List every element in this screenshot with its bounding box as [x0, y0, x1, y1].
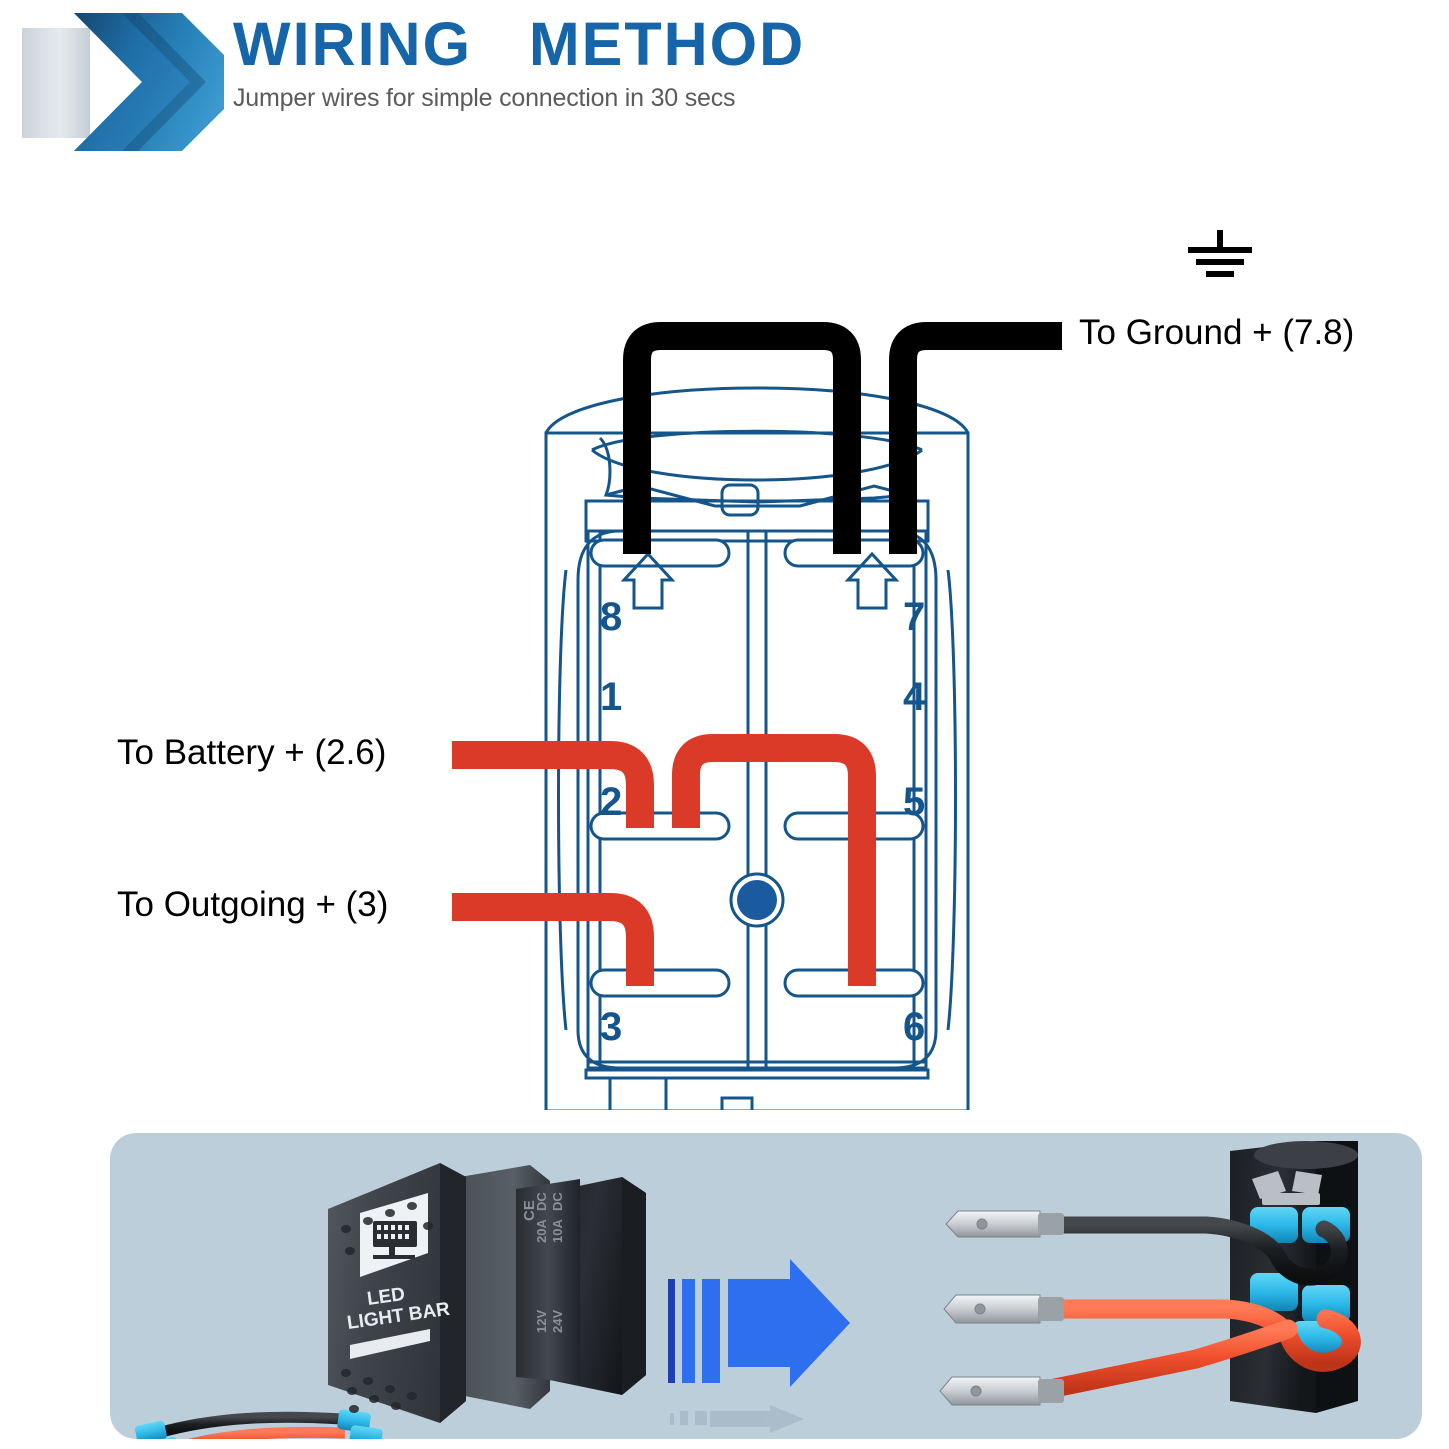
wiring-diagram-svg: 8 1 2 3 7 4 5 6 — [452, 230, 1252, 1110]
black-jumper-wire — [1031, 1216, 1348, 1286]
marking-dc-2: DC — [550, 1192, 565, 1211]
double-chevron-right-icon — [12, 10, 227, 155]
pin-number-7: 7 — [903, 595, 925, 639]
marking-10a: 10A — [550, 1219, 565, 1243]
label-to-ground: To Ground + (7.8) — [1079, 313, 1355, 352]
pin-number-8: 8 — [600, 595, 622, 639]
rocker-switch-product: 20A 10A DC DC 12V 24V CE — [328, 1163, 646, 1423]
spade-terminal-black — [945, 1210, 1041, 1238]
switch-label-line1: LED — [366, 1284, 407, 1310]
jumper-wire-bundle — [134, 1409, 383, 1439]
battery-jumper-wire — [672, 734, 876, 986]
blue-right-arrow-icon — [668, 1259, 850, 1387]
terminal-slot-8 — [589, 538, 731, 568]
spade-terminal-red-1 — [943, 1294, 1041, 1324]
marking-20a: 20A — [534, 1219, 549, 1243]
marking-24v: 24V — [550, 1310, 565, 1333]
product-photo-panel: 20A 10A DC DC 12V 24V CE — [110, 1133, 1422, 1439]
earth-ground-icon — [1188, 230, 1252, 277]
page-title: WIRING METHOD — [233, 10, 806, 78]
spade-terminal-red-2 — [939, 1376, 1041, 1406]
title-block: WIRING METHOD Jumper wires for simple co… — [233, 12, 933, 113]
pin-number-1: 1 — [600, 675, 622, 719]
pin-number-2: 2 — [600, 780, 622, 824]
up-arrow-icon-left — [620, 551, 676, 610]
ground-lead-wire — [889, 322, 1062, 554]
pin-number-6: 6 — [903, 1005, 925, 1049]
marking-dc-1: DC — [534, 1192, 549, 1211]
pin-number-5: 5 — [903, 780, 925, 824]
page-subtitle: Jumper wires for simple connection in 30… — [233, 84, 736, 113]
marking-ce: CE — [521, 1200, 538, 1221]
led-indicator-dot — [729, 872, 785, 928]
battery-lead-wire — [452, 741, 654, 828]
product-photo-svg: 20A 10A DC DC 12V 24V CE — [134, 1141, 1361, 1439]
switch-outer-housing — [544, 431, 970, 1110]
pin-number-3: 3 — [600, 1005, 622, 1049]
pin-number-4: 4 — [903, 675, 926, 719]
label-to-outgoing: To Outgoing + (3) — [117, 885, 389, 924]
outgoing-lead-wire — [452, 893, 654, 986]
switch-back-with-wires — [939, 1141, 1361, 1413]
label-to-battery: To Battery + (2.6) — [117, 733, 387, 772]
marking-12v: 12V — [534, 1310, 549, 1333]
page-header: WIRING METHOD Jumper wires for simple co… — [0, 0, 1449, 151]
red-jumper-wire-2 — [1030, 1319, 1298, 1401]
terminal-slot-3 — [589, 968, 731, 998]
up-arrow-icon-right — [844, 551, 900, 610]
ground-jumper-wire — [623, 322, 861, 554]
switch-body-inner — [586, 529, 928, 1070]
wiring-diagram: 8 1 2 3 7 4 5 6 To Ground + (7.8) To Bat… — [0, 150, 1449, 1110]
red-jumper-wire-1 — [1030, 1299, 1361, 1372]
arrow-reflection — [670, 1405, 804, 1433]
